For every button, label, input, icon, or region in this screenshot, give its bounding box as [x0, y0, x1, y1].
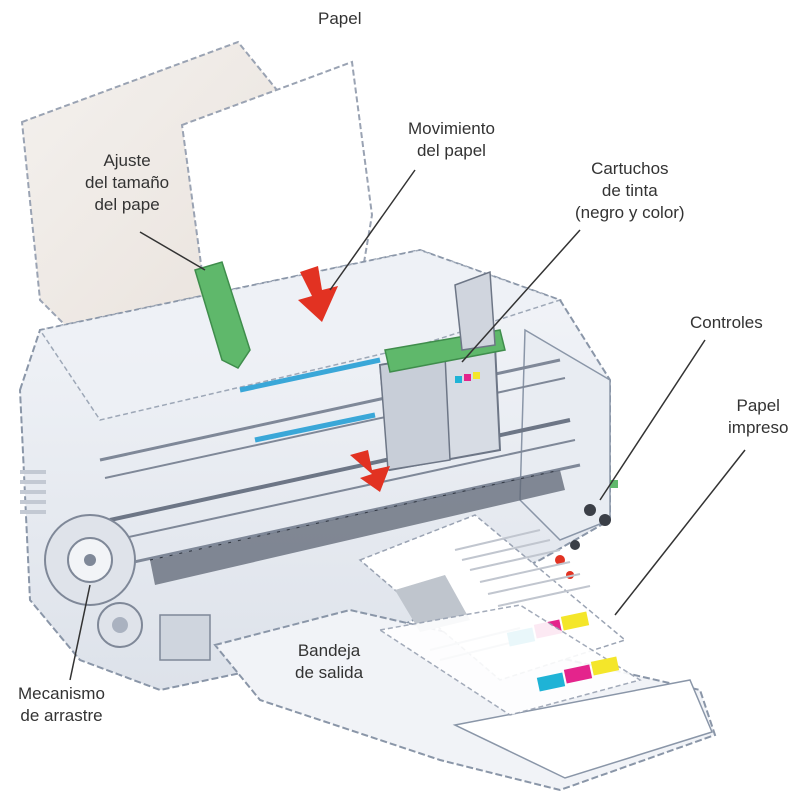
label-cartuchos-line2: de tinta	[601, 181, 658, 200]
paper-movement-arrow-top	[298, 266, 338, 322]
output-tray	[213, 608, 717, 792]
label-bandeja-line2: de salida	[295, 663, 364, 682]
label-movimiento-line1: Movimiento	[408, 119, 495, 138]
paper-movement-arrow-bottom	[350, 450, 390, 492]
label-controles: Controles	[690, 312, 763, 334]
label-ajuste-line2: del tamaño	[85, 173, 170, 192]
label-movimiento: Movimiento del papel	[408, 118, 495, 162]
callout-line-movimiento	[329, 169, 416, 291]
label-papel-impreso: Papel impreso	[728, 395, 788, 439]
label-ajuste: Ajuste del tamaño del pape	[85, 150, 169, 216]
callout-line-cartuchos	[461, 229, 581, 363]
callout-line-mecanismo	[69, 584, 91, 681]
label-cartuchos: Cartuchos de tinta (negro y color)	[575, 158, 685, 224]
printed-paper	[358, 514, 642, 716]
label-mecanismo-line2: de arrastre	[20, 706, 103, 725]
callout-line-controles	[599, 339, 706, 501]
label-bandeja-line1: Bandeja	[297, 641, 361, 660]
label-ajuste-line1: Ajuste	[103, 151, 151, 170]
label-bandeja: Bandeja de salida	[295, 640, 363, 684]
label-cartuchos-line3: (negro y color)	[575, 203, 685, 222]
label-ajuste-line3: del pape	[94, 195, 160, 214]
callout-lines	[69, 169, 746, 681]
paper-width-guide	[194, 261, 251, 369]
label-papel-impreso-line2: impreso	[728, 418, 789, 437]
label-cartuchos-line1: Cartuchos	[591, 159, 669, 178]
label-movimiento-line2: del papel	[416, 141, 486, 160]
label-mecanismo: Mecanismo de arrastre	[18, 683, 105, 727]
feed-rollers	[149, 469, 565, 585]
drive-gears	[44, 514, 211, 661]
label-papel: Papel	[318, 8, 361, 30]
side-vents	[20, 470, 46, 514]
cartridge-carriage	[378, 270, 506, 472]
callout-line-ajuste	[139, 231, 206, 271]
callout-line-papel-impreso	[614, 449, 746, 616]
label-controles-text: Controles	[690, 313, 763, 332]
label-papel-impreso-line1: Papel	[736, 396, 780, 415]
label-papel-text: Papel	[318, 9, 362, 28]
label-mecanismo-line1: Mecanismo	[18, 684, 105, 703]
